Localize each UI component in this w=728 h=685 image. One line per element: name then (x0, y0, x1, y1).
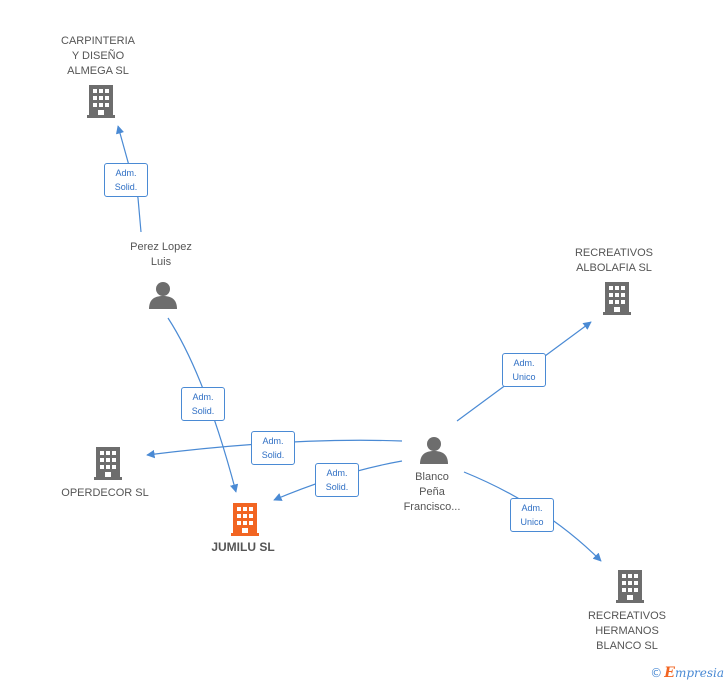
person-icon[interactable] (149, 282, 177, 309)
brand-footer: ©Empresia (650, 665, 724, 681)
edge-perez-carpinteria (115, 125, 142, 233)
building-icon[interactable] (603, 282, 631, 315)
brand-name: mpresia (674, 666, 724, 680)
person-icon[interactable] (420, 437, 448, 464)
node-recreativos-albolafia-label[interactable]: RECREATIVOS ALBOLAFIA SL (574, 247, 654, 274)
node-jumilu-label[interactable]: JUMILU SL (211, 540, 275, 554)
node-operdecor-label[interactable]: OPERDECOR SL (61, 487, 149, 499)
building-icon[interactable] (87, 85, 115, 118)
brand-initial: E (664, 665, 675, 681)
copyright-symbol: © (650, 666, 663, 680)
edge-label-blanco-jumilu: Adm. Solid. (315, 463, 359, 497)
building-icon[interactable] (94, 447, 122, 480)
edge-label-blanco-albolafia: Adm. Unico (502, 353, 546, 387)
edge-label-blanco-operdecor: Adm. Solid. (251, 431, 295, 465)
node-perez-label[interactable]: Perez Lopez Luis (130, 241, 192, 268)
node-blanco-label[interactable]: Blanco Peña Francisco... (403, 471, 461, 513)
edge-label-blanco-hermanos: Adm. Unico (510, 498, 554, 532)
edge-label-perez-jumilu: Adm. Solid. (181, 387, 225, 421)
edge-label-perez-carpinteria: Adm. Solid. (104, 163, 148, 197)
node-recreativos-hermanos-label[interactable]: RECREATIVOS HERMANOS BLANCO SL (587, 610, 667, 652)
node-carpinteria-label[interactable]: CARPINTERIA Y DISEÑO ALMEGA SL (61, 35, 135, 77)
building-icon[interactable] (616, 570, 644, 603)
building-icon[interactable] (231, 503, 259, 536)
